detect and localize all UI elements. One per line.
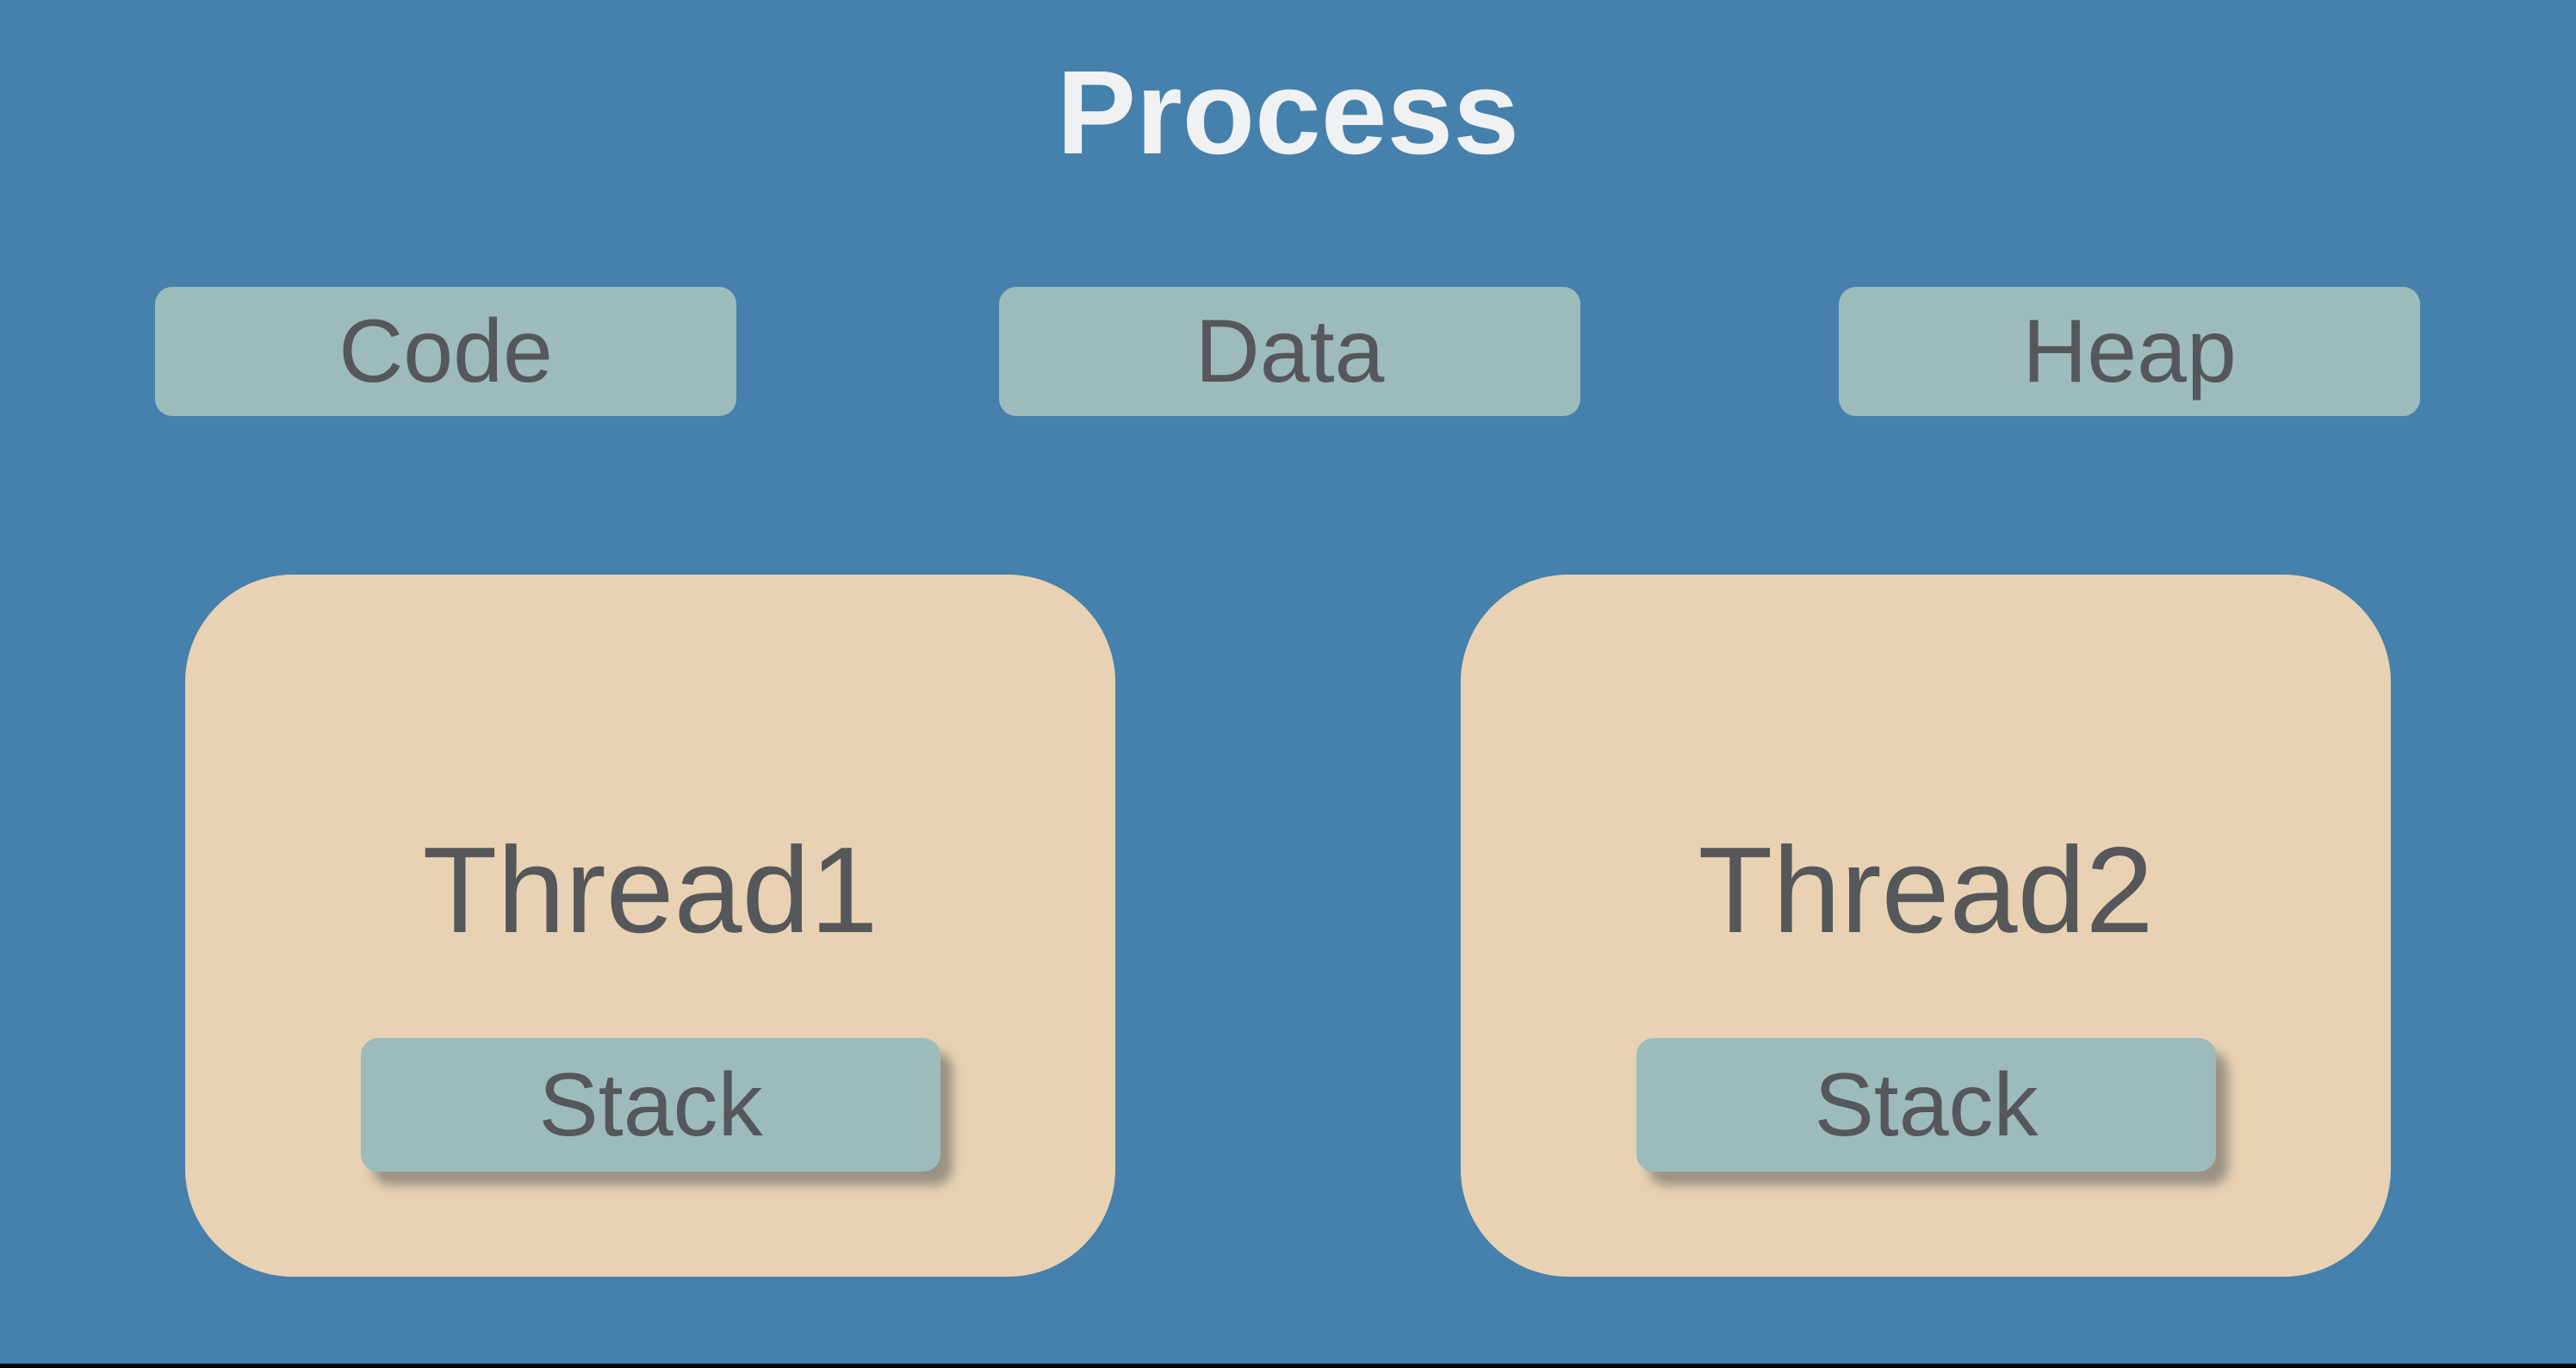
- thread2-box: Thread2 Stack: [1461, 575, 2391, 1277]
- heap-segment-label: Heap: [2022, 302, 2237, 401]
- process-title: Process: [1056, 47, 1520, 179]
- data-segment-label: Data: [1195, 302, 1385, 401]
- thread2-stack-box: Stack: [1636, 1038, 2216, 1172]
- bottom-edge-bar: [0, 1364, 2576, 1368]
- thread2-label: Thread2: [1698, 822, 2154, 959]
- thread1-stack-label: Stack: [538, 1054, 763, 1155]
- thread2-stack-label: Stack: [1814, 1054, 2039, 1155]
- code-segment-label: Code: [338, 302, 553, 401]
- heap-segment-box: Heap: [1839, 287, 2420, 416]
- data-segment-box: Data: [999, 287, 1580, 416]
- thread1-stack-box: Stack: [361, 1038, 940, 1172]
- code-segment-box: Code: [155, 287, 736, 416]
- thread1-box: Thread1 Stack: [185, 575, 1115, 1277]
- thread1-label: Thread1: [422, 822, 878, 959]
